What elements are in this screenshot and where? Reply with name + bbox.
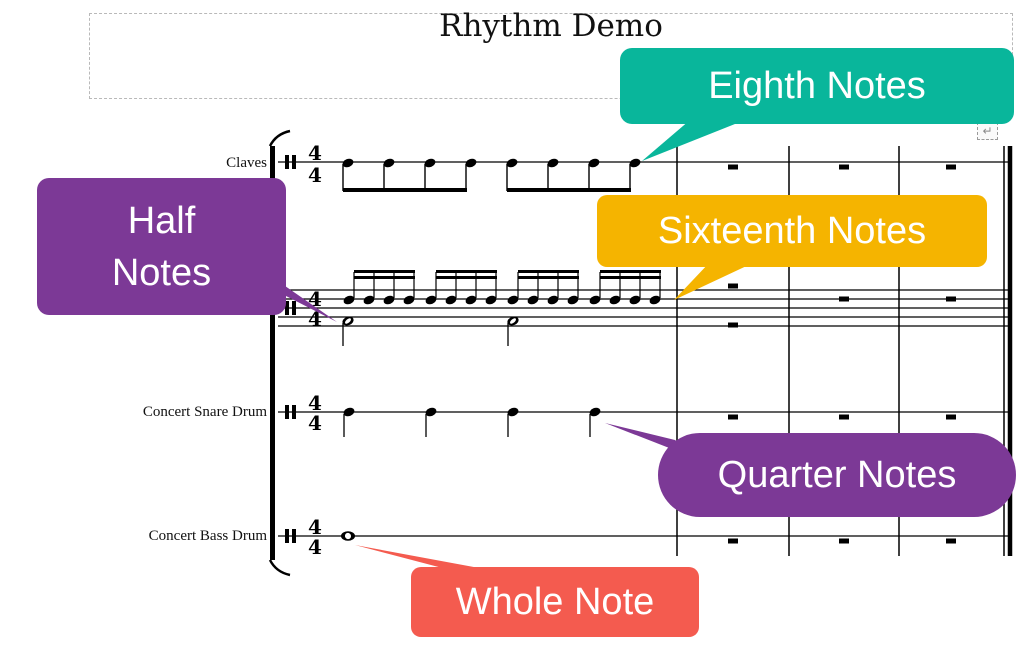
- sixteenth-notes[interactable]: [342, 270, 662, 306]
- half-notes[interactable]: [341, 314, 520, 346]
- staff-label-snare[interactable]: Concert Snare Drum: [142, 404, 267, 420]
- callout-pointer-sixteenth: [674, 262, 755, 300]
- time-sig-numerator: 4: [308, 391, 322, 415]
- time-sig-denominator: 4: [308, 535, 322, 559]
- enter-icon[interactable]: ↵: [977, 122, 998, 140]
- callout-half-line1: Half: [127, 199, 196, 242]
- staff-label-bass[interactable]: Concert Bass Drum: [148, 528, 267, 544]
- staff-lines: [278, 161, 1008, 537]
- time-signatures: 4 4 4 4 4 4 4 4: [308, 141, 322, 559]
- score-title[interactable]: Rhythm Demo: [439, 8, 663, 44]
- callout-half-notes: Half Notes: [37, 178, 286, 315]
- time-sig-denominator: 4: [308, 411, 322, 435]
- callout-pointer-whole: [355, 545, 490, 570]
- time-sig-numerator: 4: [308, 141, 322, 165]
- callout-eighth-notes: Eighth Notes: [620, 48, 1014, 124]
- whole-note[interactable]: [341, 531, 355, 541]
- time-sig-denominator: 4: [308, 307, 322, 331]
- time-sig-numerator: 4: [308, 515, 322, 539]
- percussion-clefs: [285, 155, 296, 543]
- eighth-notes[interactable]: [341, 157, 642, 192]
- callout-whole-note: Whole Note: [411, 567, 699, 637]
- staff-label-claves[interactable]: Claves: [226, 155, 267, 171]
- callout-quarter-notes: Quarter Notes: [658, 433, 1016, 517]
- callout-pointer-eighth: [642, 120, 745, 161]
- time-sig-denominator: 4: [308, 163, 322, 187]
- system-bracket: [268, 129, 291, 577]
- quarter-notes[interactable]: [342, 406, 602, 437]
- callout-half-line2: Notes: [111, 251, 212, 294]
- callout-sixteenth-notes: Sixteenth Notes: [597, 195, 987, 267]
